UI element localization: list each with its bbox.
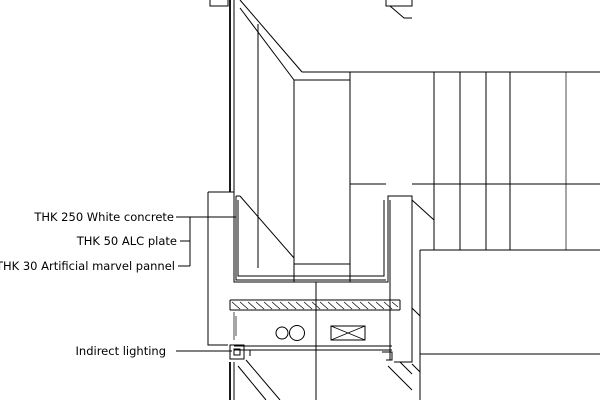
label-marvel-pannel: THK 30 Artificial marvel pannel [0,259,175,273]
wall-section [207,191,413,400]
label-indirect-lighting: Indirect lighting [76,344,166,358]
background-elevation [209,0,600,400]
label-white-concrete: THK 250 White concrete [33,210,174,224]
leader-lines [176,216,236,352]
upper-window [229,0,303,268]
label-alc-plate: THK 50 ALC plate [76,234,177,248]
